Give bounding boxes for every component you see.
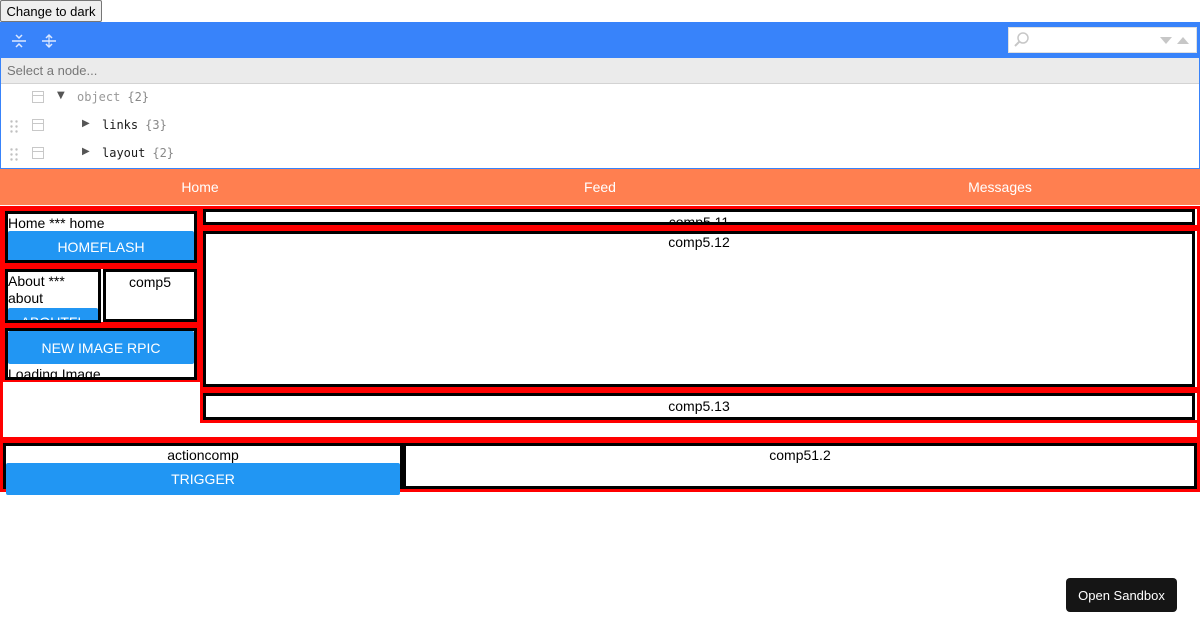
comp5-12-label: comp5.12	[668, 234, 730, 250]
loading-image-text: Loading Image	[8, 366, 101, 380]
comp5-11-label: comp5.11	[668, 214, 730, 225]
comp5-13-slot	[200, 390, 1200, 423]
collapse-all-icon[interactable]	[39, 31, 59, 51]
drag-handle-icon[interactable]	[10, 148, 18, 161]
collapse-triangle-icon[interactable]: ▼	[57, 90, 65, 101]
home-text: Home *** home	[8, 215, 105, 231]
comp5-label: comp5	[128, 274, 172, 290]
nav-link-home[interactable]: Home	[181, 179, 219, 195]
trigger-button[interactable]: TRIGGER	[6, 463, 400, 495]
new-image-button[interactable]: NEW IMAGE RPIC	[8, 331, 194, 364]
node-navigation-bar[interactable]: Select a node...	[1, 58, 1199, 84]
search-previous-icon[interactable]	[1175, 34, 1191, 48]
main-navigation: Home Feed Messages	[0, 169, 1200, 205]
bottom-row-frame	[0, 440, 1200, 492]
expand-triangle-icon[interactable]: ▶	[82, 146, 90, 157]
search-box	[1008, 27, 1197, 53]
aboutflash-button[interactable]: ABOUTFL	[8, 308, 98, 320]
tree-row-layout[interactable]: ▶ layout{2}	[1, 140, 1199, 168]
homeflash-button[interactable]: HOMEFLASH	[8, 231, 194, 260]
tree-row-links[interactable]: ▶ links{3}	[1, 112, 1199, 140]
change-theme-button[interactable]: Change to dark	[0, 0, 102, 22]
expand-triangle-icon[interactable]: ▶	[82, 118, 90, 129]
comp5-13-label: comp5.13	[668, 398, 730, 414]
comp5-11-slot	[200, 206, 1200, 228]
comp5-11-component: comp5.11	[203, 209, 1195, 225]
open-sandbox-button[interactable]: Open Sandbox	[1066, 578, 1177, 612]
nav-link-feed[interactable]: Feed	[584, 179, 616, 195]
about-slot	[2, 266, 200, 325]
tree-field-label: links{3}	[102, 118, 167, 132]
comp5-component: comp5	[103, 269, 197, 322]
drag-handle-icon[interactable]	[10, 120, 18, 133]
about-component: About *** about ABOUTFL	[5, 269, 101, 323]
actioncomp-component: actioncomp TRIGGER	[3, 443, 403, 495]
editor-menu-bar	[1, 23, 1199, 58]
json-editor: Select a node... ▼ object{2} ▶ links{3} …	[0, 22, 1200, 169]
search-input[interactable]	[1033, 30, 1153, 50]
context-menu-button[interactable]	[32, 147, 44, 159]
home-component: Home *** home HOMEFLASH	[5, 211, 197, 263]
search-next-icon[interactable]	[1158, 34, 1174, 48]
comp51-2-component: comp51.2	[403, 443, 1197, 489]
actioncomp-label: actioncomp	[167, 447, 239, 463]
image-slot	[2, 325, 200, 382]
about-text: About *** about	[8, 273, 65, 306]
comp5-12-slot	[200, 228, 1200, 390]
image-component: NEW IMAGE RPIC Loading Image	[5, 328, 197, 380]
expand-all-icon[interactable]	[9, 31, 29, 51]
search-icon	[1013, 31, 1031, 49]
context-menu-button[interactable]	[32, 119, 44, 131]
tree-field-label: object{2}	[77, 90, 150, 104]
nav-link-messages[interactable]: Messages	[968, 179, 1032, 195]
tree-row-object[interactable]: ▼ object{2}	[1, 84, 1199, 112]
context-menu-button[interactable]	[32, 91, 44, 103]
comp5-13-component: comp5.13	[203, 393, 1195, 420]
comp51-2-label: comp51.2	[769, 447, 831, 463]
home-slot	[2, 208, 200, 266]
comp5-12-component: comp5.12	[203, 231, 1195, 387]
tree-field-label: layout{2}	[102, 146, 175, 160]
